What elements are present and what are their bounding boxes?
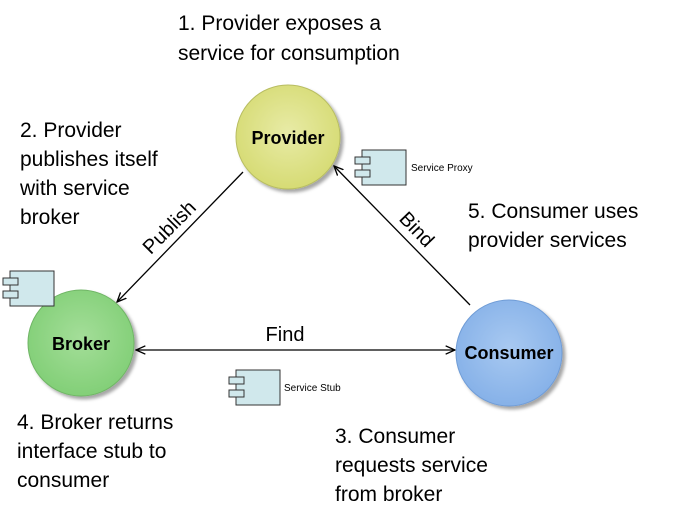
note-step4: 4. Broker returns interface stub to cons… (17, 411, 179, 492)
provider-label: Provider (251, 128, 324, 148)
service-proxy-component: Service Proxy (354, 149, 473, 186)
node-broker: Broker (27, 289, 135, 397)
publish-label: Publish (139, 197, 201, 259)
component-icon (2, 270, 55, 307)
edge-publish: Publish (117, 171, 244, 302)
consumer-circle (455, 299, 563, 407)
broker-component (2, 270, 55, 307)
find-label: Find (266, 324, 305, 346)
consumer-label: Consumer (464, 343, 553, 363)
note-step5: 5. Consumer uses provider services (468, 200, 644, 252)
edge-bind: Bind (334, 166, 471, 306)
edge-find: Find (136, 324, 455, 350)
node-provider: Provider (235, 84, 341, 190)
bind-label: Bind (394, 208, 438, 252)
broker-circle (27, 289, 135, 397)
broker-label: Broker (52, 334, 110, 354)
service-stub-label: Service Stub (284, 383, 341, 394)
publish-arrow (117, 171, 244, 302)
component-icon (354, 149, 407, 186)
service-proxy-label: Service Proxy (411, 163, 473, 174)
note-step2: 2. Provider publishes itself with servic… (19, 119, 164, 229)
bind-arrow (334, 166, 471, 306)
provider-circle (235, 84, 341, 190)
note-step3: 3. Consumer requests service from broker (335, 425, 494, 506)
service-stub-component: Service Stub (228, 369, 341, 406)
note-step1: 1. Provider exposes a service for consum… (178, 12, 400, 65)
component-icon (228, 369, 281, 406)
node-consumer: Consumer (455, 299, 563, 407)
